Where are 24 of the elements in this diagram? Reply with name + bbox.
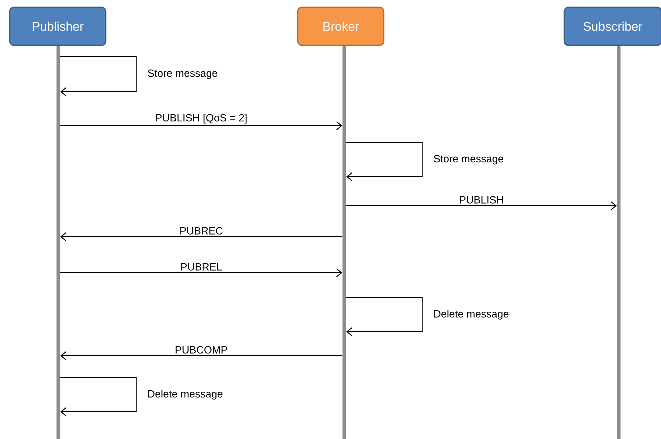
message-arrow [60,122,343,130]
participant-box: Subscriber [564,6,661,46]
self-arrow [346,298,423,336]
edge-label: Store message [148,70,218,80]
message-arrow [346,202,618,210]
edge-label: Delete message [148,390,223,400]
edge-label: PUBLISH [QoS = 2] [154,113,249,125]
self-arrow [346,142,423,182]
self-arrow [60,378,137,416]
edge-label: PUBCOMP [174,345,229,355]
edge-label: PUBREC [178,226,224,236]
lifeline [342,46,346,439]
edge-label: PUBREL [180,262,224,272]
edge-label: Delete message [434,310,509,320]
edge-label: Store message [434,155,504,165]
self-arrow [60,56,137,96]
lifeline [56,46,60,439]
lifeline [617,46,621,439]
message-arrow [60,352,343,360]
participant-box: Broker [297,6,385,46]
message-arrow [60,268,343,278]
edge-label: PUBLISH [458,195,506,205]
participant-box: Publisher [9,6,107,46]
message-arrow [60,232,343,242]
